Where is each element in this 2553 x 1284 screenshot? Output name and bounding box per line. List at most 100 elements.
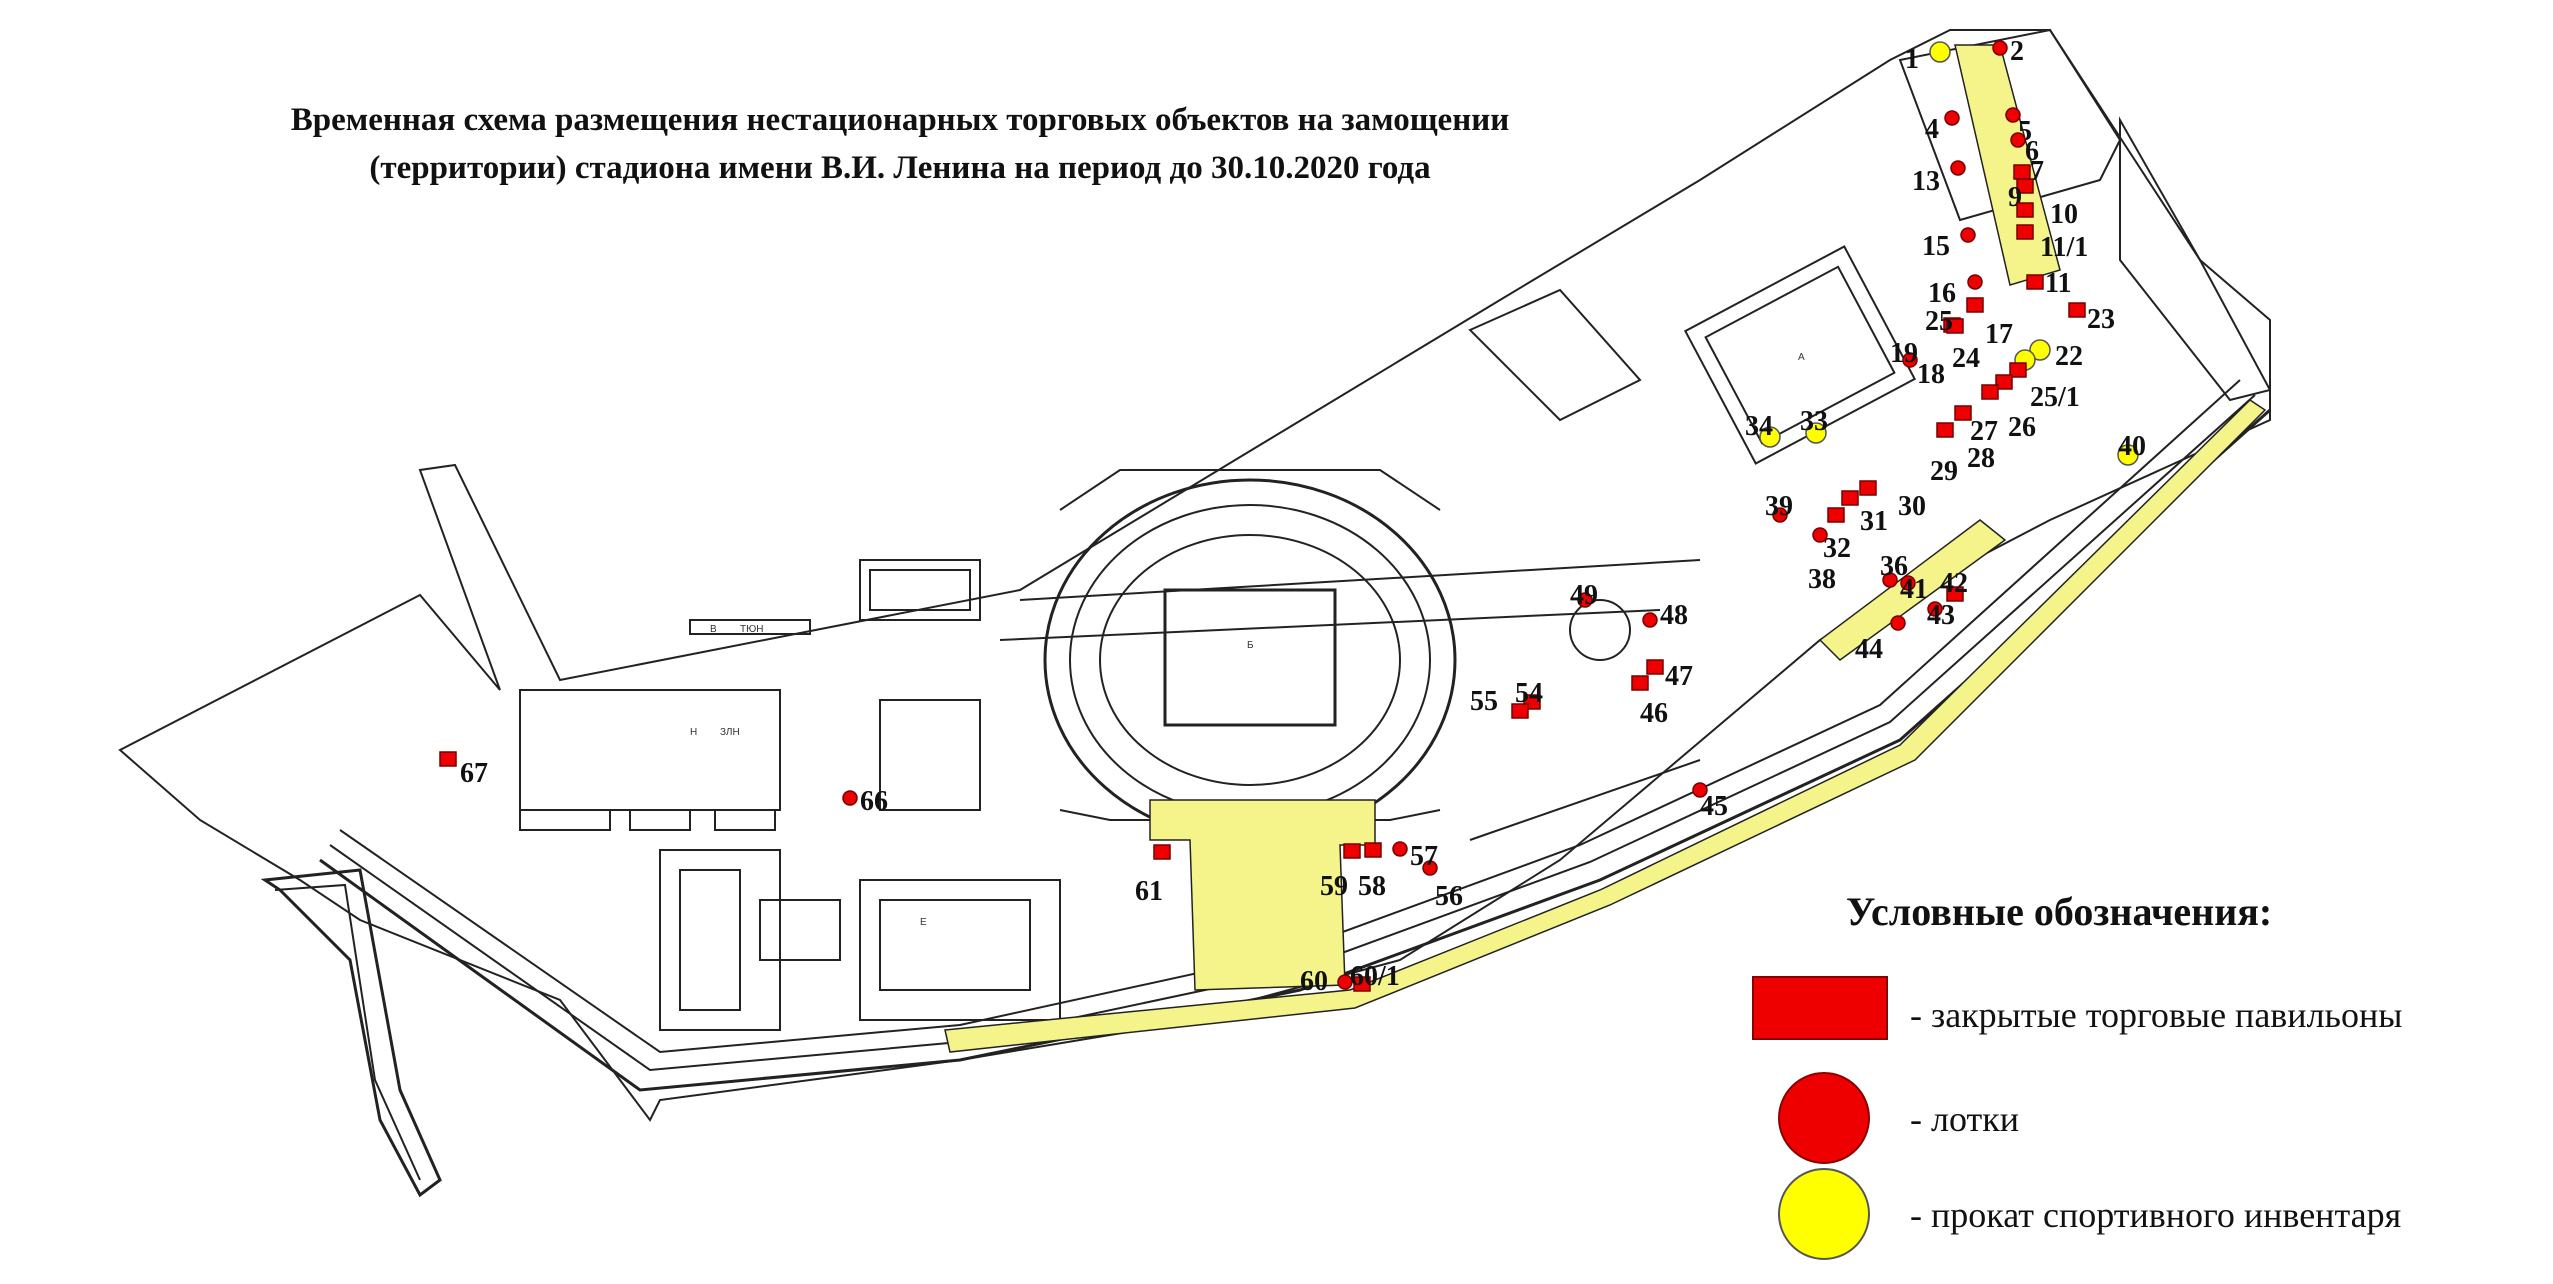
legend-label-rental: - прокат спортивного инвентаря: [1910, 1195, 2402, 1235]
building-label-n: Н: [690, 727, 697, 738]
marker-label-66: 66: [860, 786, 888, 817]
legend-label-stall: - лотки: [1910, 1099, 2019, 1139]
marker-label-18: 18: [1917, 359, 1945, 390]
marker-label-27: 27: [1970, 416, 1998, 447]
red-rectangle-icon: [1752, 976, 1888, 1040]
marker-label-2: 2: [2010, 36, 2024, 67]
building-label-a: А: [1798, 352, 1805, 363]
marker-label-49: 49: [1570, 580, 1598, 611]
marker-label-11: 11: [2045, 268, 2071, 299]
marker-pavilion-58: [1364, 842, 1382, 858]
marker-label-33: 33: [1800, 406, 1828, 437]
map-title: Временная схема размещения нестационарны…: [150, 96, 1650, 192]
marker-label-30: 30: [1898, 491, 1926, 522]
marker-stall-66: [842, 790, 858, 806]
marker-stall-4: [1944, 110, 1960, 126]
marker-label-23: 23: [2087, 304, 2115, 335]
marker-pavilion-9: [2016, 178, 2034, 194]
marker-stall-48: [1642, 612, 1658, 628]
building-label-zln: ЗЛН: [720, 727, 740, 738]
walkway-embankment: [944, 399, 2267, 1053]
marker-label-60: 60: [1300, 966, 1328, 997]
marker-label-19: 19: [1890, 338, 1918, 369]
legend-item-pavilion: - закрытые торговые павильоны: [1750, 976, 2530, 1056]
marker-stall-5: [2005, 107, 2021, 123]
marker-stall-2: [1992, 40, 2008, 56]
marker-label-4: 4: [1925, 114, 1939, 145]
marker-label-15: 15: [1922, 231, 1950, 262]
marker-pavilion-55: [1511, 703, 1529, 719]
marker-label-26: 26: [2008, 412, 2036, 443]
marker-pavilion-30: [1859, 480, 1877, 496]
marker-label-6: 6: [2025, 136, 2039, 167]
marker-pavilion-10: [2016, 202, 2034, 218]
marker-stall-6: [2010, 132, 2026, 148]
legend-item-stall: - лотки: [1750, 1072, 2530, 1164]
marker-label-59: 59: [1320, 871, 1348, 902]
marker-pavilion-67: [439, 751, 457, 767]
marker-rental-22: [2029, 339, 2051, 361]
marker-label-67: 67: [460, 758, 488, 789]
marker-label-32: 32: [1823, 533, 1851, 564]
marker-pavilion-26: [1995, 374, 2013, 390]
marker-stall-43: [1927, 601, 1943, 617]
marker-label-31: 31: [1860, 506, 1888, 537]
map-title-line-2: (территории) стадиона имени В.И. Ленина …: [369, 150, 1431, 186]
marker-stall-57: [1392, 841, 1408, 857]
marker-label-28: 28: [1967, 443, 1995, 474]
marker-label-13: 13: [1912, 166, 1940, 197]
marker-pavilion-42: [1946, 586, 1964, 602]
marker-label-58: 58: [1358, 871, 1386, 902]
marker-label-34: 34: [1745, 411, 1773, 442]
marker-label-43: 43: [1927, 600, 1955, 631]
marker-stall-41: [1900, 575, 1916, 591]
marker-rental-33: [1805, 422, 1827, 444]
marker-stall-18: [1902, 352, 1918, 368]
marker-label-47: 47: [1665, 661, 1693, 692]
marker-label-38: 38: [1808, 564, 1836, 595]
marker-stall-38: [1812, 527, 1828, 543]
marker-label-22: 22: [2055, 341, 2083, 372]
legend-item-rental: - прокат спортивного инвентаря: [1750, 1168, 2530, 1260]
marker-label-61: 61: [1135, 876, 1163, 907]
marker-pavilion-61: [1153, 844, 1171, 860]
walkway-areas: [944, 44, 2267, 1053]
marker-label-46: 46: [1640, 698, 1668, 729]
marker-label-48: 48: [1660, 600, 1688, 631]
red-circle-icon: [1778, 1072, 1870, 1164]
marker-pavilion-32: [1827, 507, 1845, 523]
marker-pavilion-47: [1646, 659, 1664, 675]
marker-stall-60: [1337, 974, 1353, 990]
marker-pavilion-31: [1841, 490, 1859, 506]
legend-label-pavilion: - закрытые торговые павильоны: [1910, 995, 2403, 1035]
marker-pavilion-11: [2026, 274, 2044, 290]
marker-label-55: 55: [1470, 686, 1498, 717]
marker-stall-49: [1577, 592, 1593, 608]
marker-pavilion-28: [1954, 405, 1972, 421]
marker-label-10: 10: [2050, 199, 2078, 230]
marker-label-40: 40: [2118, 431, 2146, 462]
walkway-diagonal-upper: [1818, 519, 2007, 661]
marker-pavilion-25: [1946, 318, 1964, 334]
marker-label-25: 25: [1925, 306, 1953, 337]
marker-pavilion-59: [1343, 843, 1361, 859]
marker-rental-34: [1759, 426, 1781, 448]
marker-stall-16: [1967, 274, 1983, 290]
building-label-v: В: [710, 624, 717, 635]
marker-label-17: 17: [1985, 319, 2013, 350]
building-label-b: Б: [1247, 640, 1254, 651]
yellow-circle-icon: [1778, 1168, 1870, 1260]
marker-pavilion-11-1: [2016, 224, 2034, 240]
marker-label-24: 24: [1952, 343, 1980, 374]
building-label-e: Е: [920, 917, 927, 928]
marker-label-25-1: 25/1: [2030, 382, 2080, 413]
marker-pavilion-25-1: [2009, 362, 2027, 378]
marker-label-60-1: 60/1: [1350, 961, 1400, 992]
marker-rental-40: [2117, 444, 2139, 466]
marker-label-11-1: 11/1: [2040, 232, 2088, 263]
marker-pavilion-29: [1936, 422, 1954, 438]
marker-stall-13: [1950, 160, 1966, 176]
marker-rental-1: [1929, 41, 1951, 63]
